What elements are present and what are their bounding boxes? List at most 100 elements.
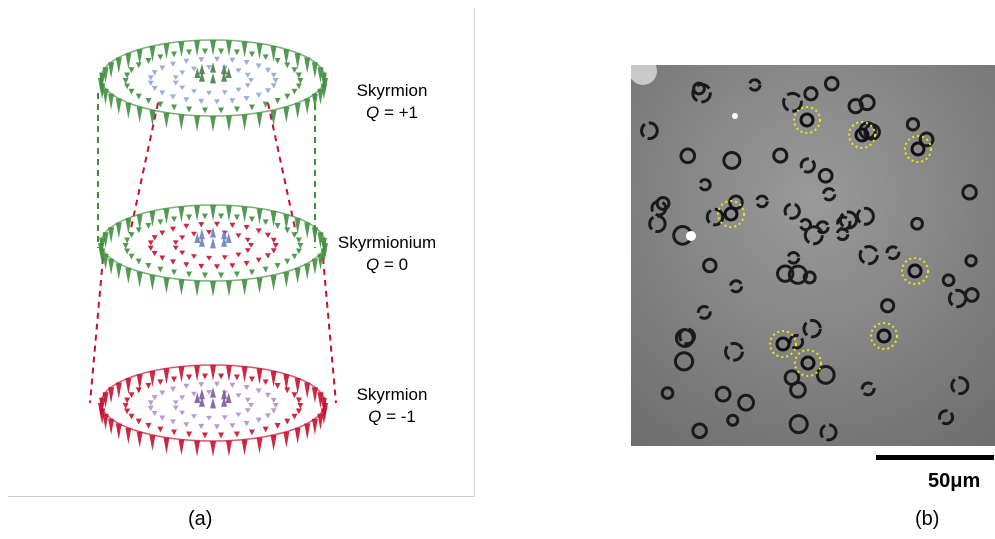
bottom-disc-spin-arrow bbox=[233, 431, 240, 438]
domain-ring bbox=[705, 207, 725, 227]
middle-disc-spin-arrow bbox=[295, 237, 302, 244]
top-disc-spin-arrow bbox=[124, 83, 131, 90]
domain-ring bbox=[880, 298, 896, 314]
bottom-disc-spin-arrow bbox=[206, 415, 213, 421]
top-disc-spin-arrow bbox=[243, 60, 250, 66]
caption-b: (b) bbox=[915, 508, 940, 530]
bottom-disc-spin-arrow bbox=[157, 379, 164, 386]
middle-disc-spin-arrow bbox=[255, 257, 262, 263]
middle-disc-spin-arrow bbox=[297, 243, 304, 249]
top-disc-spin-arrow bbox=[274, 97, 281, 104]
domain-ring bbox=[786, 250, 801, 265]
bottom-disc-spin-arrow bbox=[190, 414, 197, 419]
bottom-disc-spin-arrow bbox=[291, 392, 298, 399]
bottom-disc-spin-arrow bbox=[241, 366, 248, 383]
middle-disc-spin-arrow bbox=[125, 218, 132, 235]
bottom-disc-spin-arrow bbox=[108, 418, 115, 435]
domain-ring bbox=[910, 216, 924, 231]
middle-disc-spin-arrow bbox=[198, 263, 205, 270]
middle-disc-spin-arrow bbox=[283, 271, 290, 288]
layer-label-bottom: Skyrmion Q = -1 bbox=[332, 384, 452, 428]
scale-bar bbox=[876, 455, 994, 460]
bottom-disc-spin-arrow bbox=[198, 396, 205, 407]
top-disc-spin-arrow bbox=[283, 49, 290, 66]
bottom-disc-spin-arrow bbox=[145, 422, 152, 429]
bottom-disc-spin-arrow bbox=[210, 397, 216, 409]
bottom-disc-spin-arrow bbox=[304, 382, 311, 399]
bottom-disc-spin-arrow bbox=[243, 385, 250, 391]
micro-image-svg bbox=[631, 65, 995, 446]
bottom-disc-spin-arrow bbox=[256, 437, 263, 454]
bottom-disc-spin-arrow bbox=[244, 397, 251, 403]
middle-disc-spin-arrow bbox=[218, 272, 225, 279]
middle-disc-spin-arrow bbox=[270, 274, 277, 291]
bottom-disc-spin-arrow bbox=[284, 387, 291, 394]
bottom-disc-spin-arrow bbox=[124, 408, 131, 415]
middle-disc-spin-arrow bbox=[159, 255, 166, 261]
top-disc-spin-arrow bbox=[170, 94, 177, 100]
bottom-disc-spin-arrow bbox=[201, 373, 208, 380]
domain-ring bbox=[783, 202, 801, 220]
top-disc-spin-arrow bbox=[304, 98, 311, 115]
middle-disc-spin-arrow bbox=[128, 253, 135, 260]
middle-disc-spin-arrow bbox=[221, 255, 228, 260]
middle-disc-spin-arrow bbox=[304, 222, 311, 239]
top-disc-spin-arrow bbox=[183, 58, 190, 65]
bottom-disc-spin-arrow bbox=[221, 388, 228, 400]
layer-middle-charge: Q = 0 bbox=[365, 255, 409, 274]
top-disc-spin-arrow bbox=[170, 61, 177, 67]
top-disc-spin-arrow bbox=[159, 90, 166, 96]
domain-ring bbox=[847, 98, 864, 115]
top-disc-spin-arrow bbox=[145, 58, 152, 64]
top-disc-spin-arrow bbox=[256, 112, 263, 129]
bottom-disc-spin-arrow bbox=[270, 408, 277, 414]
top-disc-spin-arrow bbox=[241, 41, 248, 58]
middle-disc-spin-arrow bbox=[135, 227, 142, 234]
domain-ring bbox=[692, 81, 706, 96]
connector-line-red-upper-right bbox=[267, 102, 297, 234]
skyrmionium-core bbox=[907, 263, 923, 279]
bottom-disc-spin-arrow bbox=[283, 374, 290, 391]
middle-disc-spin-arrow bbox=[294, 218, 301, 235]
top-disc-spin-arrow bbox=[125, 102, 132, 119]
skyrmionium-marker bbox=[717, 200, 745, 228]
skyrmionium-core bbox=[775, 336, 791, 352]
bottom-disc-spin-arrow bbox=[221, 396, 228, 407]
top-disc-spin-arrow bbox=[311, 93, 318, 110]
skyrmionium-marker bbox=[901, 257, 929, 285]
top-disc-spin-arrow bbox=[272, 78, 279, 84]
top-disc-spin-arrow bbox=[264, 88, 271, 94]
top-disc-spin-arrow bbox=[317, 67, 324, 84]
bottom-disc-spin-arrow bbox=[194, 365, 201, 382]
bright-corner bbox=[631, 65, 657, 85]
domain-ring bbox=[819, 423, 838, 442]
top-disc-spin-arrow bbox=[221, 71, 228, 82]
top-disc-spin-arrow bbox=[115, 57, 122, 74]
middle-disc-spin-arrow bbox=[243, 225, 250, 231]
middle-disc-spin-arrow bbox=[115, 263, 122, 280]
top-disc-spin-arrow bbox=[233, 49, 240, 56]
micro-background bbox=[631, 65, 995, 446]
top-disc-spin-arrow bbox=[145, 97, 152, 104]
top-disc-spin-arrow bbox=[163, 112, 170, 129]
skyrmionium-core bbox=[854, 127, 870, 143]
layer-top-charge: Q = +1 bbox=[365, 103, 418, 122]
middle-disc-spin-arrow bbox=[295, 248, 302, 255]
bottom-disc-spin-arrow bbox=[179, 395, 186, 401]
bottom-disc-spin-arrow bbox=[170, 419, 177, 425]
bottom-disc-spin-arrow bbox=[283, 431, 290, 448]
bottom-disc-spin-arrow bbox=[264, 413, 271, 419]
domain-ring bbox=[941, 273, 956, 288]
middle-disc-spin-arrow bbox=[122, 243, 129, 249]
bottom-disc-spin-arrow bbox=[225, 440, 232, 457]
middle-disc-spin-arrow bbox=[272, 243, 279, 249]
skyrmionium-core bbox=[800, 355, 816, 371]
top-disc-spin-arrow bbox=[270, 72, 277, 78]
bottom-disc-spin-arrow bbox=[163, 368, 170, 385]
bottom-disc-spin-arrow bbox=[194, 440, 201, 457]
top-disc-spin-arrow bbox=[284, 93, 291, 100]
bottom-disc-spin-arrow bbox=[294, 378, 301, 395]
middle-disc-spin-arrow bbox=[201, 213, 208, 220]
top-disc-spin-arrow bbox=[229, 98, 236, 104]
bottom-disc-spin-arrow bbox=[179, 410, 186, 416]
